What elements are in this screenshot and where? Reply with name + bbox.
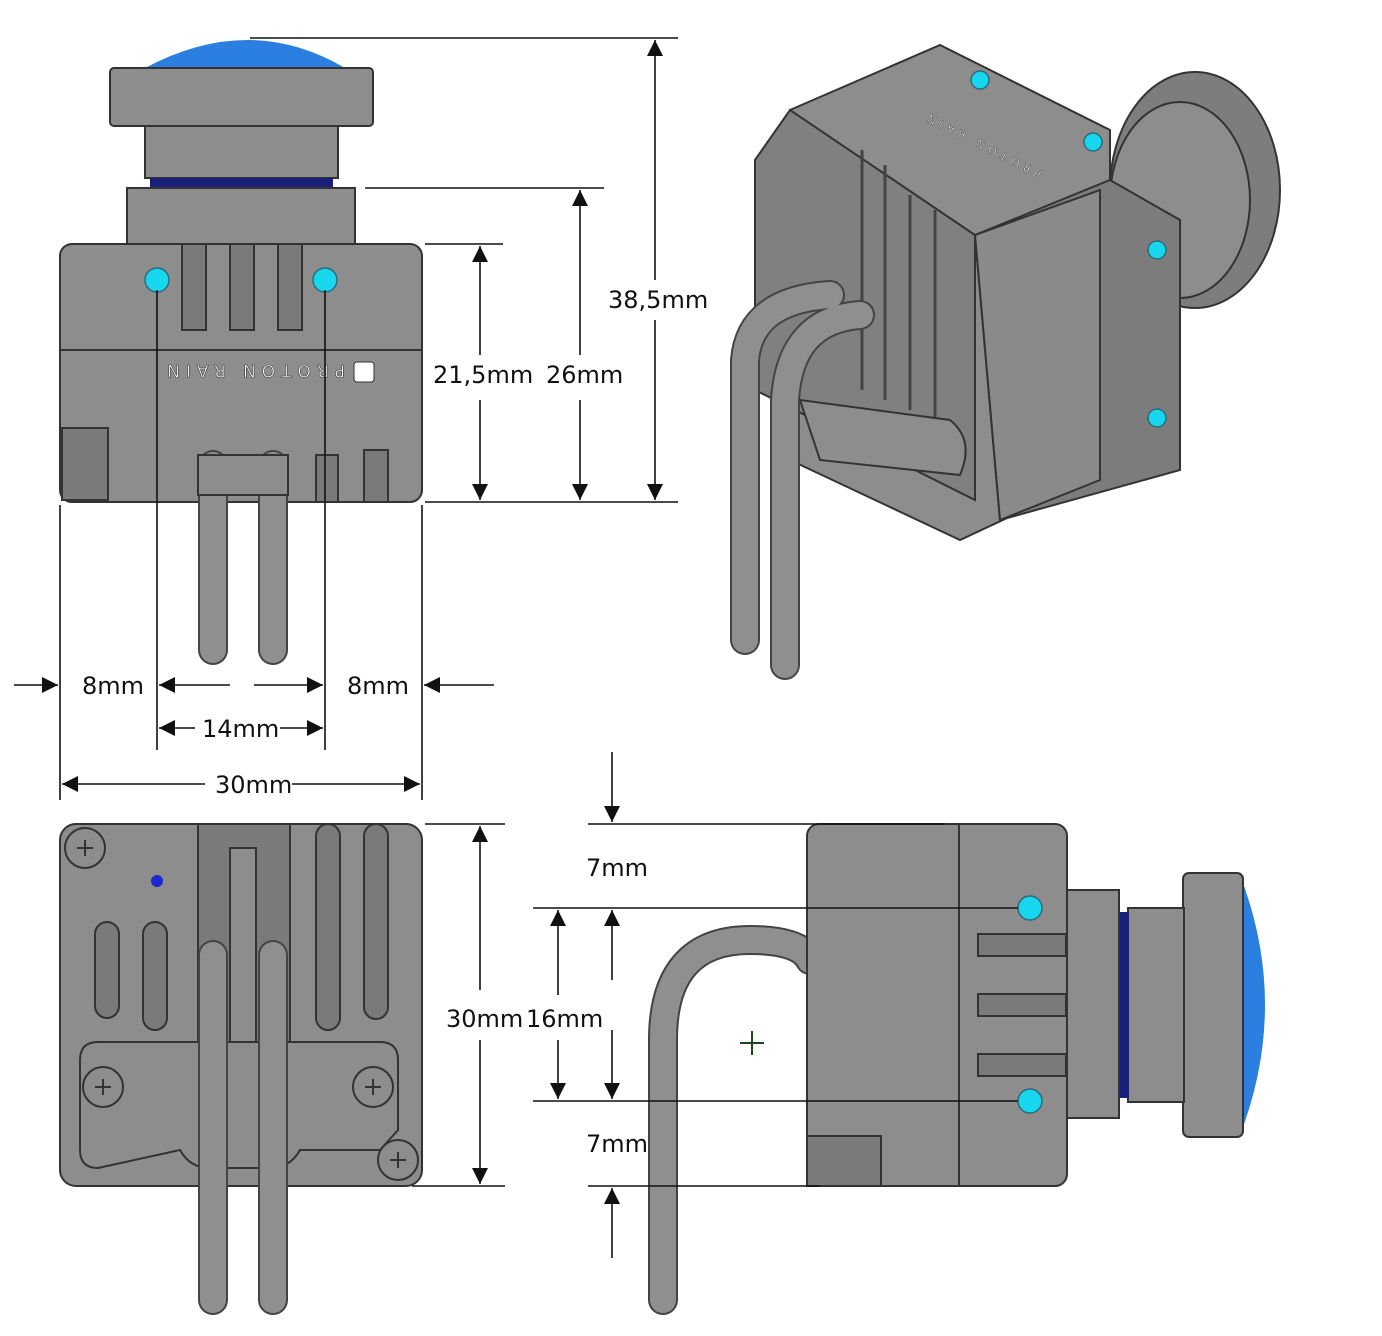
lens-flange — [109, 67, 374, 127]
front-dimensions: 38,5mm 26mm 21,5mm 8mm 8mm 14mm 30mm — [14, 37, 708, 800]
dim-side-hole-spacing: 16mm — [526, 1005, 603, 1033]
isometric-view: PROTON RAIN — [730, 43, 1281, 680]
dim-overall-height: 38,5mm — [608, 286, 708, 314]
lens-dome — [145, 40, 345, 68]
dim-right-offset: 8mm — [347, 672, 409, 700]
dim-bottom-offset: 7mm — [586, 1130, 648, 1158]
dim-width: 30mm — [215, 771, 292, 799]
back-view — [59, 823, 423, 1315]
logo: PROTON RAIN — [161, 360, 375, 383]
mount-marker — [1083, 132, 1103, 152]
dim-left-offset: 8mm — [82, 672, 144, 700]
mount-marker — [1147, 408, 1167, 428]
mount-marker — [312, 267, 338, 293]
mount-marker — [144, 267, 170, 293]
mount-marker — [1017, 1088, 1043, 1114]
svg-text:PROTON RAIN: PROTON RAIN — [161, 360, 345, 380]
side-dimensions: 7mm 7mm 16mm — [526, 752, 1018, 1258]
dim-body-height: 21,5mm — [433, 361, 533, 389]
dim-lens-to-base: 26mm — [546, 361, 623, 389]
front-view: PROTON RAIN — [59, 40, 423, 665]
dim-hole-spacing: 14mm — [202, 715, 279, 743]
dim-top-offset: 7mm — [586, 854, 648, 882]
mount-marker — [1017, 895, 1043, 921]
side-view — [648, 823, 1265, 1315]
back-dimensions: 30mm — [412, 823, 523, 1187]
mount-marker — [1147, 240, 1167, 260]
dim-back-height: 30mm — [446, 1005, 523, 1033]
mount-marker — [970, 70, 990, 90]
